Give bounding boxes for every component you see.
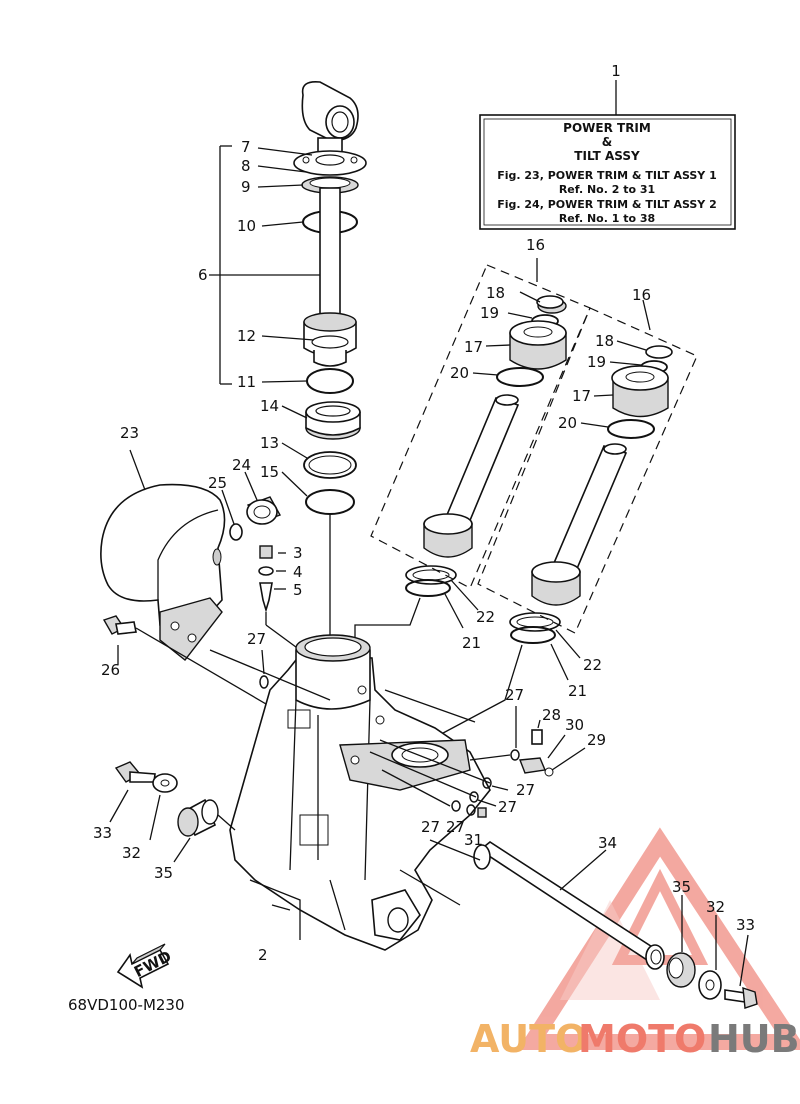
- label-10: 10: [237, 217, 256, 235]
- valve-parts-3-4-5: [258, 545, 301, 651]
- label-27-f: 27: [446, 818, 465, 836]
- callout-line-7: Ref. No. 1 to 38: [559, 212, 655, 225]
- label-33-right: 33: [736, 916, 755, 934]
- gaskets-21-22: [354, 565, 561, 741]
- label-27-b: 27: [505, 686, 524, 704]
- label-27-a: 27: [247, 630, 266, 648]
- label-1: 1: [611, 62, 621, 80]
- label-12: 12: [237, 327, 256, 345]
- label-32-left: 32: [122, 844, 141, 862]
- label-32-right: 32: [706, 898, 725, 916]
- label-19-left: 19: [480, 304, 499, 322]
- callout-line-2: &: [602, 135, 612, 149]
- label-28: 28: [542, 706, 561, 724]
- label-21-right: 21: [568, 682, 587, 700]
- label-34: 34: [598, 834, 617, 852]
- label-16-right: 16: [632, 286, 651, 304]
- bolt-26: [102, 615, 291, 719]
- label-24: 24: [232, 456, 251, 474]
- shaft-34-and-parts: [429, 839, 758, 1009]
- label-18-right: 18: [595, 332, 614, 350]
- label-13: 13: [260, 434, 279, 452]
- label-8: 8: [241, 157, 251, 175]
- main-body-2: [209, 634, 491, 951]
- label-18-left: 18: [486, 284, 505, 302]
- label-27-c: 27: [516, 781, 535, 799]
- watermark-part-2: MOTO: [578, 1017, 706, 1061]
- label-3: 3: [293, 544, 303, 562]
- label-20-left: 20: [450, 364, 469, 382]
- leader-lines: [129, 258, 651, 911]
- label-25: 25: [208, 474, 227, 492]
- label-4: 4: [293, 563, 303, 581]
- watermark-text: AUTO MOTO HUB: [470, 1017, 800, 1061]
- label-29: 29: [587, 731, 606, 749]
- label-14: 14: [260, 397, 279, 415]
- label-22-right: 22: [583, 656, 602, 674]
- label-11: 11: [237, 373, 256, 391]
- trim-cylinder-left: [370, 264, 591, 589]
- label-20-right: 20: [558, 414, 577, 432]
- label-33-left: 33: [93, 824, 112, 842]
- diagram-code: 68VD100-M230: [68, 996, 185, 1014]
- watermark-logo-icon: [517, 827, 800, 1050]
- label-21-left: 21: [462, 634, 481, 652]
- watermark-part-1: AUTO: [470, 1017, 587, 1061]
- label-30: 30: [565, 716, 584, 734]
- label-35-right: 35: [672, 878, 691, 896]
- label-22-left: 22: [476, 608, 495, 626]
- label-7: 7: [241, 138, 251, 156]
- label-17-left: 17: [464, 338, 483, 356]
- callout-line-1: POWER TRIM: [563, 121, 651, 135]
- label-16-left: 16: [526, 236, 545, 254]
- trim-cylinder-right: [477, 307, 698, 634]
- label-27-d: 27: [498, 798, 517, 816]
- label-2: 2: [258, 946, 268, 964]
- label-26: 26: [101, 661, 120, 679]
- label-27-e: 27: [421, 818, 440, 836]
- callout-line-5: Ref. No. 2 to 31: [559, 183, 655, 196]
- callout-line-4: Fig. 23, POWER TRIM & TILT ASSY 1: [497, 169, 717, 182]
- cover-23: [100, 483, 226, 661]
- label-6: 6: [198, 266, 208, 284]
- part-labels: 2 3 4 5 6 7 8 9 10 11 12 13 14 15 16 16 …: [93, 138, 755, 964]
- label-31: 31: [464, 831, 483, 849]
- watermark-part-3: HUB: [708, 1017, 800, 1061]
- label-35-left: 35: [154, 864, 173, 882]
- small-parts-24-25: [229, 496, 282, 541]
- label-23: 23: [120, 424, 139, 442]
- callout-line-3: TILT ASSY: [574, 149, 640, 163]
- label-19-right: 19: [587, 353, 606, 371]
- callout-line-6: Fig. 24, POWER TRIM & TILT ASSY 2: [497, 198, 717, 211]
- label-15: 15: [260, 463, 279, 481]
- small-parts-27-31: [259, 649, 586, 818]
- tilt-rod-assembly: [293, 80, 367, 640]
- callout-box: 1 POWER TRIM & TILT ASSY Fig. 23, POWER …: [479, 62, 736, 230]
- lower-left-parts: [109, 761, 236, 863]
- fwd-arrow-icon: FWD: [116, 943, 174, 989]
- label-17-right: 17: [572, 387, 591, 405]
- group-bracket-6: [209, 145, 320, 497]
- label-9: 9: [241, 178, 251, 196]
- label-5: 5: [293, 581, 303, 599]
